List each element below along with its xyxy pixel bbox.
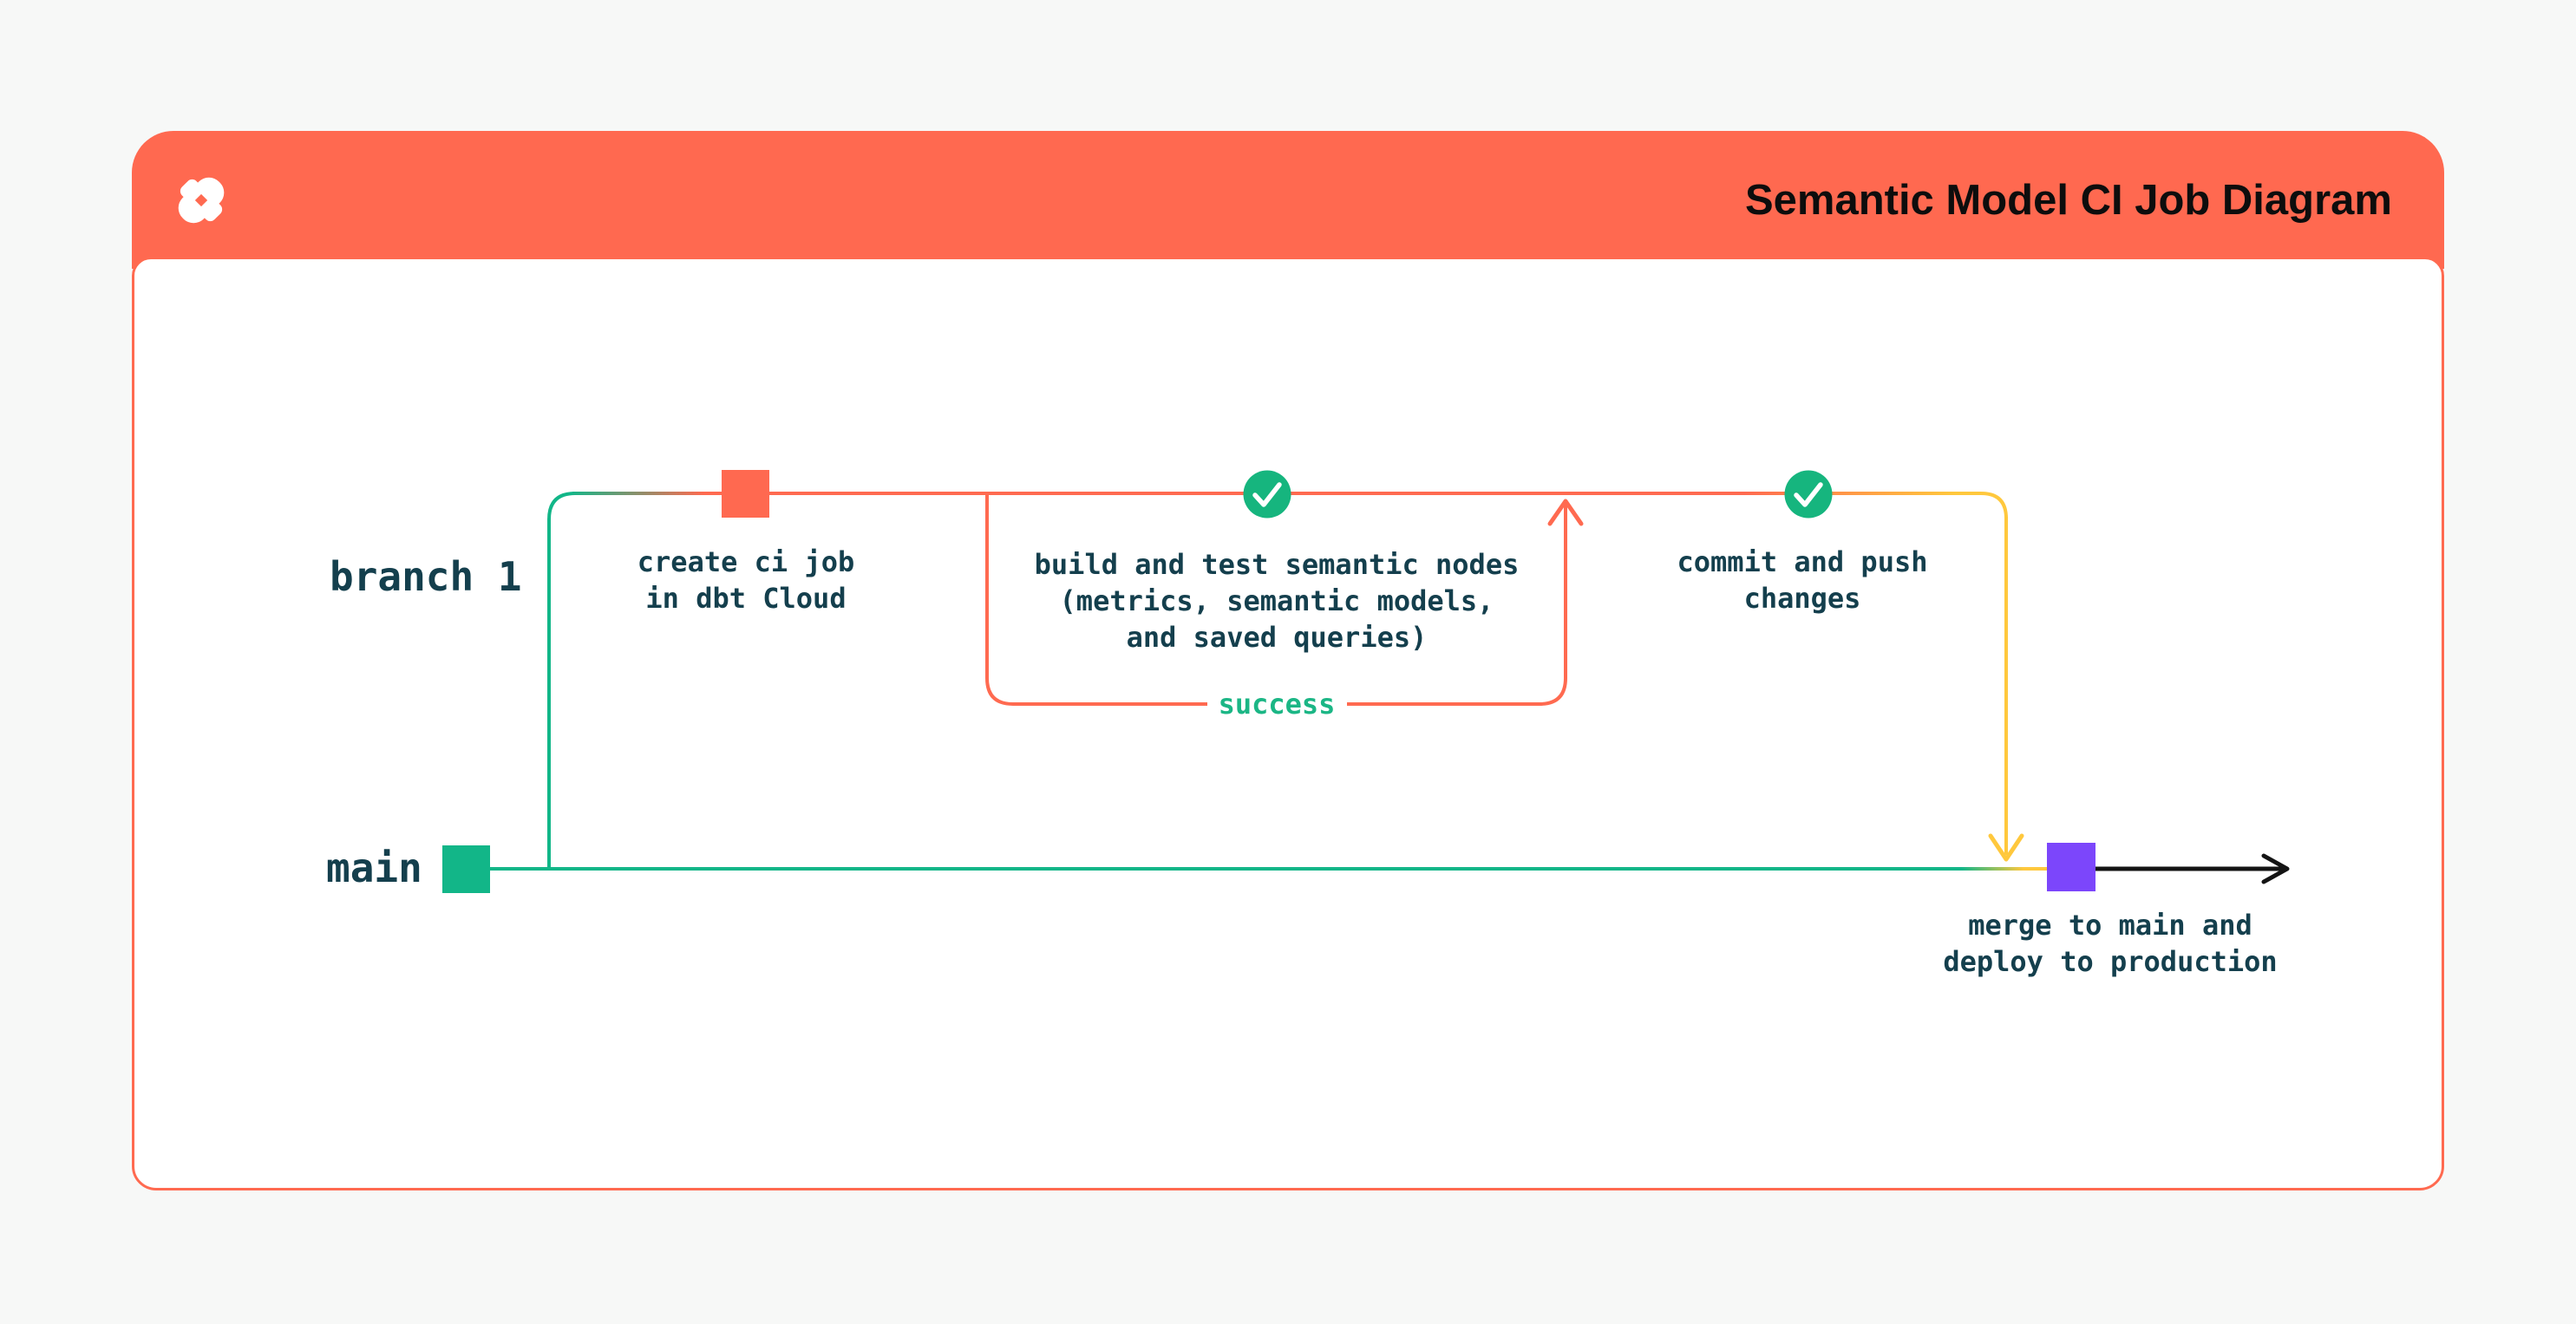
card-header: Semantic Model CI Job Diagram xyxy=(132,131,2444,269)
card-body xyxy=(132,257,2444,1190)
diagram-card: Semantic Model CI Job Diagram xyxy=(132,131,2444,1190)
page-title: Semantic Model CI Job Diagram xyxy=(1744,176,2392,224)
dbt-logo-icon xyxy=(178,177,225,223)
